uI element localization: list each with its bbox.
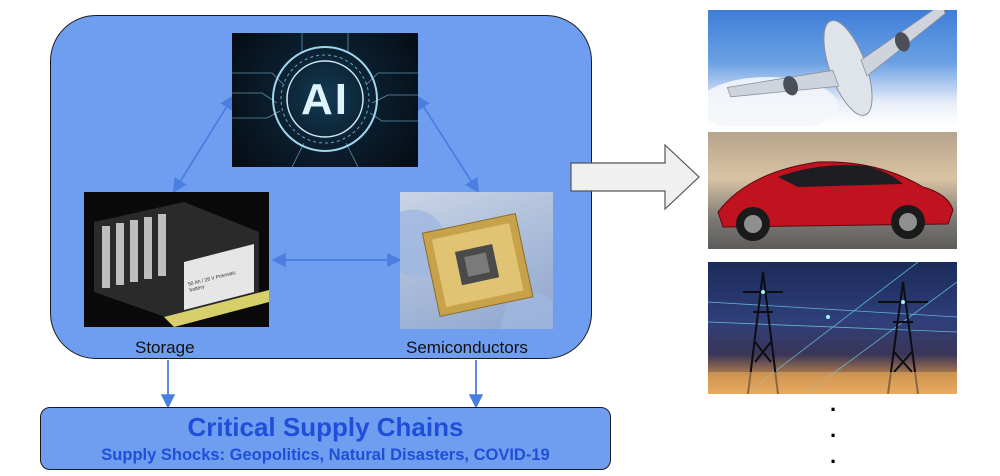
continuation-dot-1: . (830, 391, 837, 416)
aircraft-image (708, 10, 957, 126)
storage-caption: Storage (135, 338, 195, 357)
chip-graphic (400, 209, 553, 329)
battery-pack-graphic (94, 202, 269, 327)
critical-supply-chains-box: Critical Supply Chains Supply Shocks: Ge… (40, 407, 611, 470)
power-grid-image (708, 262, 957, 394)
continuation-dot-2: . (830, 417, 837, 442)
airplane-icon (708, 10, 946, 126)
ai-circuit-graphic (232, 33, 418, 167)
semiconductors-caption: Semiconductors (406, 338, 528, 357)
ai-image: AI (232, 33, 418, 167)
arrow-ai-storage (173, 94, 234, 194)
supply-chain-subtitle: Supply Shocks: Geopolitics, Natural Disa… (101, 446, 550, 464)
sports-car-icon (717, 161, 954, 241)
block-arrow-right (570, 143, 700, 211)
storage-battery-image: 50 Ah / 28 V Prismatic battery (84, 192, 269, 327)
transmission-tower-icon (708, 262, 957, 394)
supply-chain-title: Critical Supply Chains (187, 412, 464, 442)
ai-label: AI (301, 75, 349, 124)
semiconductor-chip-image (400, 192, 553, 329)
arrow-ai-semiconductors (416, 94, 479, 194)
continuation-dot-3: . (830, 443, 837, 468)
electric-car-image (708, 132, 957, 249)
